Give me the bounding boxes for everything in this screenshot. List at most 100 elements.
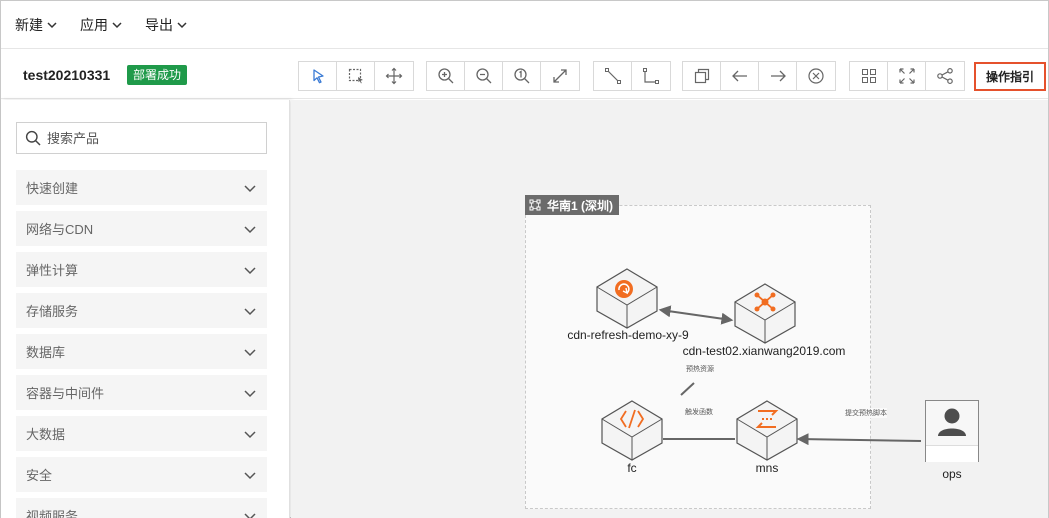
- chevron-down-icon: [244, 389, 256, 397]
- function-compute-icon: [619, 409, 645, 429]
- chevron-down-icon: [177, 21, 187, 28]
- menu-export-label: 导出: [145, 16, 173, 33]
- grid-icon: [861, 69, 876, 83]
- category-security[interactable]: 安全: [16, 457, 267, 492]
- chevron-down-icon: [244, 184, 256, 192]
- marquee-select-icon: [348, 68, 363, 84]
- category-video[interactable]: 视频服务: [16, 498, 267, 518]
- straight-line-button[interactable]: [594, 62, 632, 90]
- chevron-down-icon: [244, 307, 256, 315]
- category-container-middleware[interactable]: 容器与中间件: [16, 375, 267, 410]
- menu-export[interactable]: 导出: [145, 15, 188, 35]
- category-label: 弹性计算: [26, 263, 79, 278]
- menu-apply[interactable]: 应用: [80, 15, 123, 35]
- menu-bar: 新建 应用 导出: [1, 1, 1048, 49]
- search-box: [16, 122, 267, 154]
- chevron-down-icon: [244, 266, 256, 274]
- toolbar: test20210331 部署成功: [1, 50, 1048, 99]
- cdn-refresh-icon: [615, 280, 633, 298]
- ops-card-footer: [926, 445, 978, 462]
- fit-screen-button[interactable]: [541, 62, 579, 90]
- node-mns[interactable]: [734, 397, 800, 463]
- share-button[interactable]: [926, 62, 964, 90]
- category-label: 网络与CDN: [26, 222, 94, 237]
- clear-icon: [808, 68, 824, 84]
- category-label: 视频服务: [26, 509, 79, 518]
- elbow-line-button[interactable]: [632, 62, 670, 90]
- move-icon: [385, 67, 403, 85]
- node-label-ops: ops: [942, 467, 962, 481]
- arrow-left-icon: [731, 70, 747, 82]
- node-cdn-refresh[interactable]: [594, 265, 660, 331]
- zoom-reset-icon: [513, 68, 529, 84]
- edge-prefetch[interactable]: [680, 382, 695, 396]
- zoom-out-button[interactable]: [465, 62, 503, 90]
- share-icon: [937, 67, 953, 85]
- undo-button[interactable]: [721, 62, 759, 90]
- diagram-canvas[interactable]: 华南1 (深圳) cdn-refresh-demo-xy-9: [291, 100, 1048, 518]
- chevron-down-icon: [244, 471, 256, 479]
- region-icon: [529, 199, 541, 211]
- edge-ops-to-mns[interactable]: [796, 433, 922, 446]
- category-label: 数据库: [26, 345, 66, 360]
- zoom-in-button[interactable]: [427, 62, 465, 90]
- chevron-down-icon: [244, 430, 256, 438]
- node-label-cdn-test: cdn-test02.xianwang2019.com: [682, 344, 846, 358]
- straight-line-icon: [604, 68, 621, 84]
- tool-group-zoom: [426, 61, 580, 91]
- node-ops[interactable]: [925, 400, 979, 462]
- edge-label-trigger: 触发函数: [685, 407, 713, 417]
- node-cdn-test[interactable]: [732, 280, 798, 346]
- node-label-mns: mns: [755, 461, 779, 475]
- project-name: test20210331: [23, 67, 111, 83]
- clear-button[interactable]: [797, 62, 835, 90]
- category-elastic-compute[interactable]: 弹性计算: [16, 252, 267, 287]
- marquee-tool-button[interactable]: [337, 62, 375, 90]
- category-label: 快速创建: [26, 181, 79, 196]
- search-icon: [25, 130, 41, 146]
- edge-label-prefetch: 预热资源: [686, 364, 714, 374]
- node-label-fc: fc: [627, 461, 637, 475]
- category-list: 快速创建 网络与CDN 弹性计算 存储服务 数据库 容器与中间件 大数据 安全: [16, 170, 267, 518]
- category-label: 大数据: [26, 427, 66, 442]
- expand-button[interactable]: [888, 62, 926, 90]
- user-icon: [938, 408, 966, 436]
- fit-screen-icon: [553, 69, 567, 83]
- region-box[interactable]: [525, 205, 871, 509]
- copy-button[interactable]: [683, 62, 721, 90]
- move-tool-button[interactable]: [375, 62, 413, 90]
- tool-group-view: [849, 61, 965, 91]
- grid-button[interactable]: [850, 62, 888, 90]
- category-label: 安全: [26, 468, 53, 483]
- category-quick-create[interactable]: 快速创建: [16, 170, 267, 205]
- category-storage[interactable]: 存储服务: [16, 293, 267, 328]
- category-database[interactable]: 数据库: [16, 334, 267, 369]
- search-input[interactable]: [47, 130, 257, 146]
- zoom-reset-button[interactable]: [503, 62, 541, 90]
- cursor-icon: [312, 69, 324, 84]
- menu-new[interactable]: 新建: [15, 15, 58, 35]
- sidebar: 快速创建 网络与CDN 弹性计算 存储服务 数据库 容器与中间件 大数据 安全: [1, 100, 290, 518]
- tool-group-edit: [682, 61, 836, 91]
- category-big-data[interactable]: 大数据: [16, 416, 267, 451]
- menu-apply-label: 应用: [80, 16, 108, 33]
- category-label: 容器与中间件: [26, 386, 105, 401]
- chevron-down-icon: [112, 21, 122, 28]
- region-label[interactable]: 华南1 (深圳): [525, 195, 620, 215]
- chevron-down-icon: [244, 225, 256, 233]
- guide-button[interactable]: 操作指引: [974, 62, 1046, 91]
- zoom-in-icon: [437, 68, 453, 84]
- zoom-out-icon: [475, 68, 491, 84]
- tool-group-lines: [593, 61, 671, 91]
- redo-button[interactable]: [759, 62, 797, 90]
- edge-cdn-refresh-to-cdn-test[interactable]: [658, 305, 734, 325]
- category-network-cdn[interactable]: 网络与CDN: [16, 211, 267, 246]
- category-label: 存储服务: [26, 304, 79, 319]
- menu-new-label: 新建: [15, 16, 43, 33]
- elbow-line-icon: [643, 68, 659, 84]
- edge-label-submit: 提交预热脚本: [845, 408, 887, 418]
- node-fc[interactable]: [599, 397, 665, 463]
- edge-layer: [658, 305, 922, 446]
- select-tool-button[interactable]: [299, 62, 337, 90]
- cdn-network-icon: [754, 292, 776, 312]
